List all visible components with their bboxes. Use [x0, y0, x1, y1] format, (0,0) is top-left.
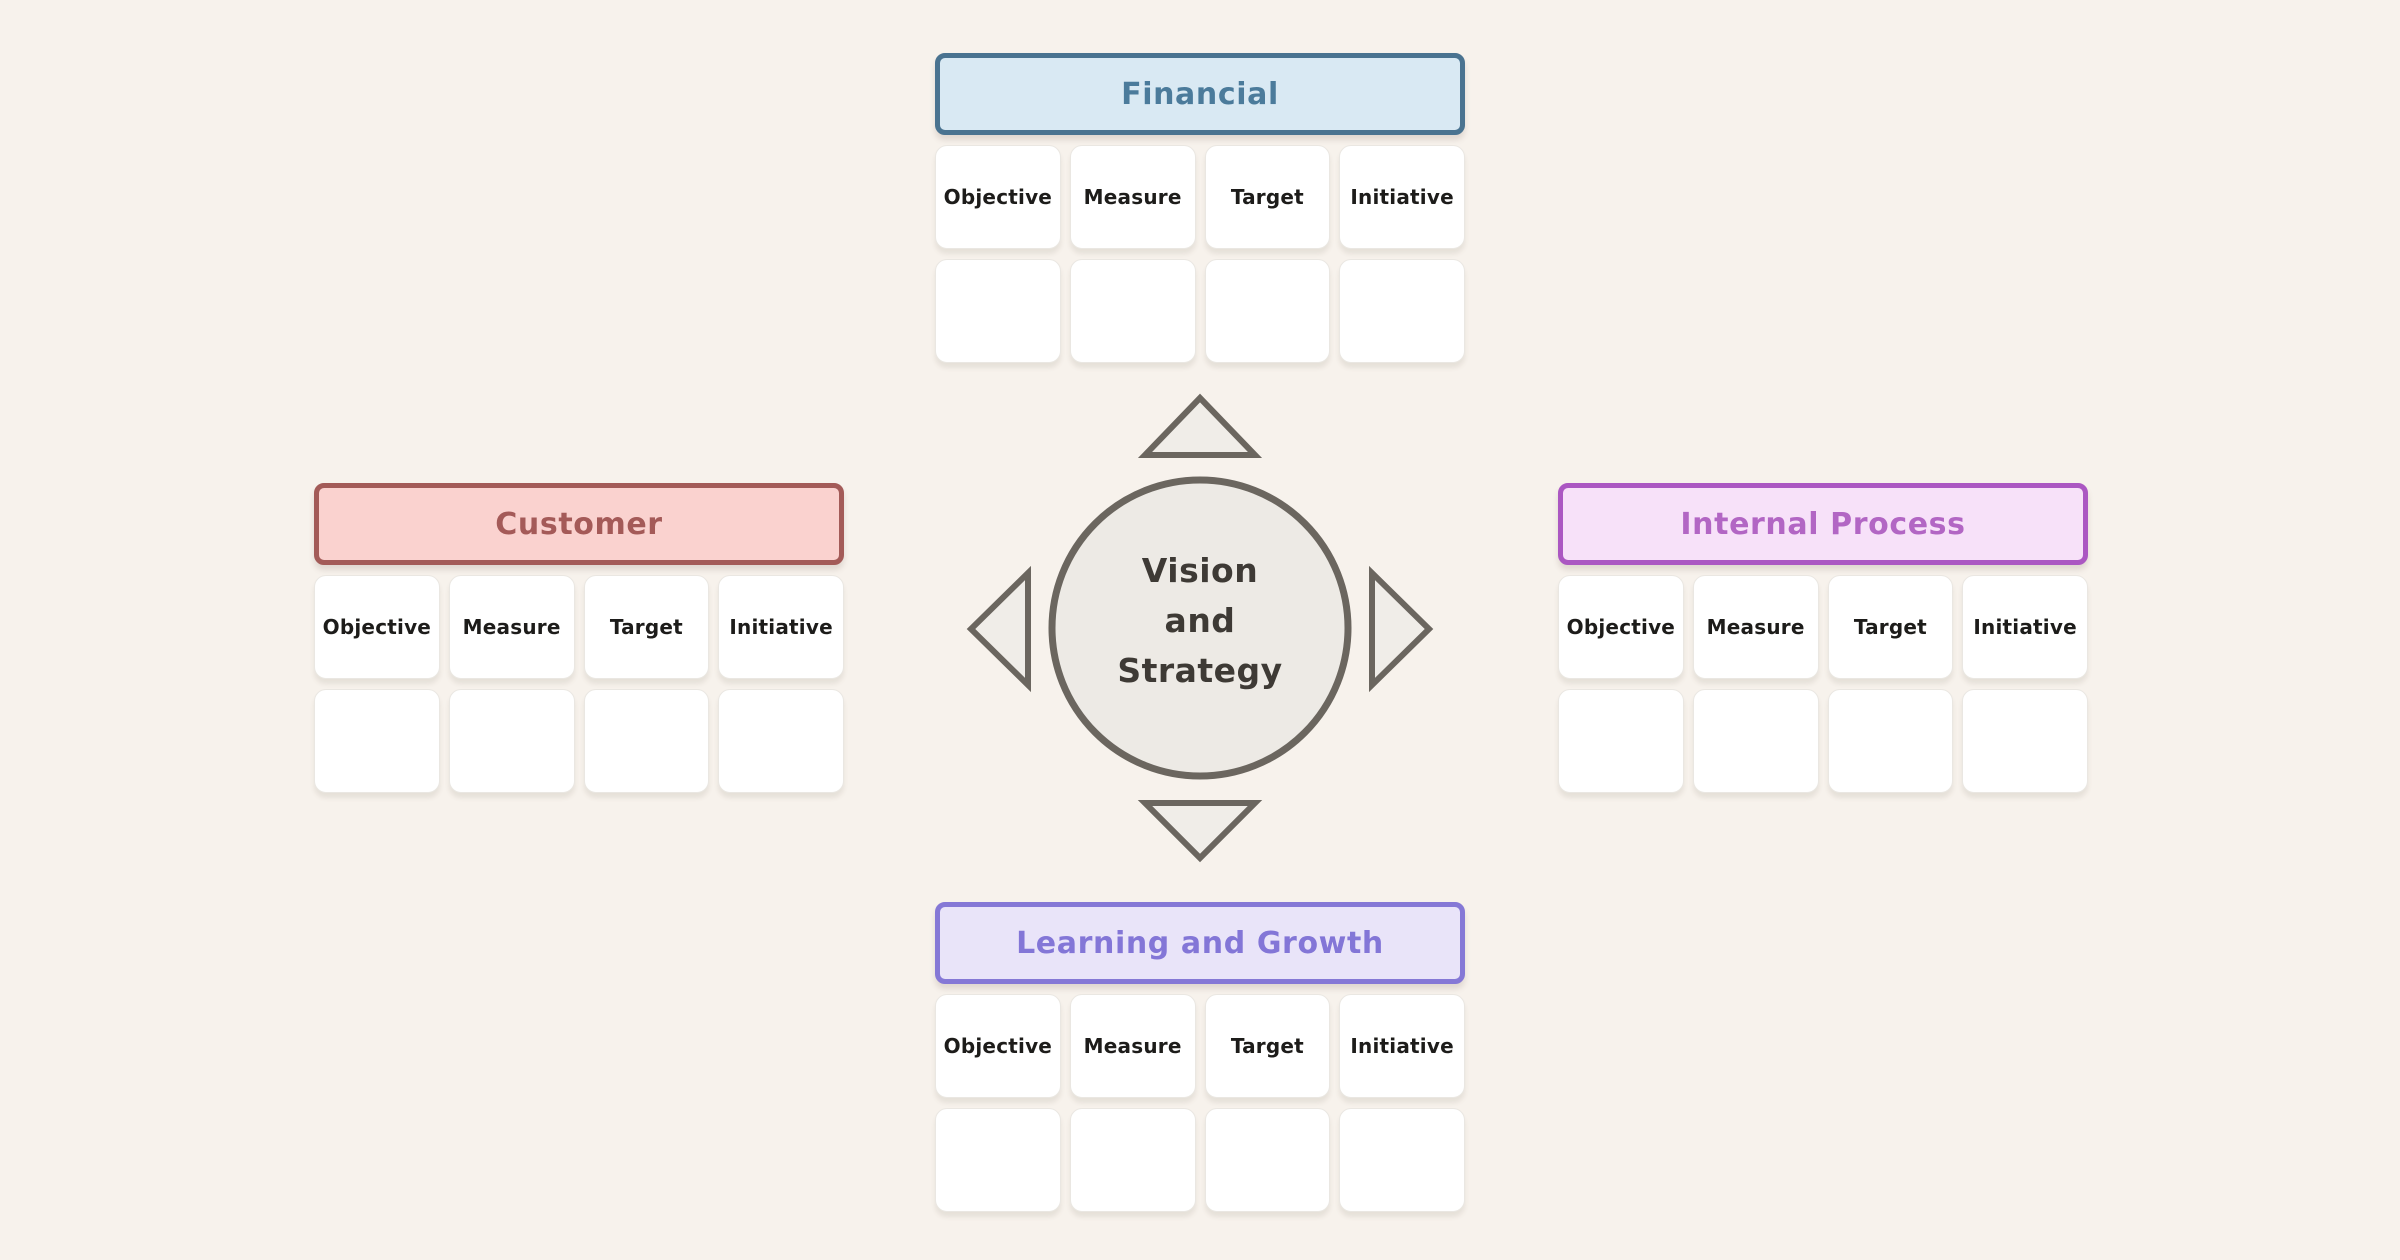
customer-empty-cell-2[interactable]	[448, 689, 575, 793]
vision-strategy-circle[interactable]	[1048, 476, 1352, 780]
internal-process-empty-cell-3[interactable]	[1827, 689, 1954, 793]
internal-process-initiative-cell[interactable]: Initiative	[1962, 575, 2088, 679]
financial-empty-cell-1[interactable]	[935, 259, 1061, 363]
financial-measure-cell[interactable]: Measure	[1069, 145, 1196, 249]
internal-process-header[interactable]: Internal Process	[1558, 483, 2088, 565]
financial-objective-cell[interactable]: Objective	[935, 145, 1061, 249]
cell-label: Target	[1230, 185, 1304, 209]
financial-empty-cell-4[interactable]	[1339, 259, 1465, 363]
internal-process-objective-cell[interactable]: Objective	[1558, 575, 1684, 679]
financial-empty-cell-3[interactable]	[1204, 259, 1331, 363]
cell-label: Initiative	[1350, 1034, 1454, 1058]
internal-process-empty-cell-1[interactable]	[1558, 689, 1684, 793]
cell-label: Objective	[322, 615, 432, 639]
cell-label: Initiative	[1350, 185, 1454, 209]
learning-and-growth-header[interactable]: Learning and Growth	[935, 902, 1465, 984]
arrow-down-icon	[1137, 800, 1263, 863]
cell-label: Objective	[1566, 615, 1676, 639]
customer-perspective-group: Customer Objective Measure Target Initia…	[314, 483, 844, 793]
learning-and-growth-initiative-cell[interactable]: Initiative	[1339, 994, 1465, 1098]
vision-line-3: Strategy	[1117, 651, 1283, 690]
internal-process-empty-cell-4[interactable]	[1962, 689, 2088, 793]
learning-and-growth-empty-cell-2[interactable]	[1069, 1108, 1196, 1212]
learning-and-growth-perspective-group: Learning and Growth Objective Measure Ta…	[935, 902, 1465, 1212]
learning-and-growth-measure-cell[interactable]: Measure	[1069, 994, 1196, 1098]
learning-and-growth-empty-cell-4[interactable]	[1339, 1108, 1465, 1212]
financial-cells: Objective Measure Target Initiative	[935, 145, 1465, 363]
customer-empty-cell-3[interactable]	[583, 689, 710, 793]
customer-measure-cell[interactable]: Measure	[448, 575, 575, 679]
vision-line-1: Vision	[1141, 551, 1259, 590]
cell-label: Initiative	[1973, 615, 2077, 639]
financial-header[interactable]: Financial	[935, 53, 1465, 135]
cell-label: Target	[1230, 1034, 1304, 1058]
arrow-up-icon	[1137, 393, 1263, 458]
internal-process-target-cell[interactable]: Target	[1827, 575, 1954, 679]
learning-and-growth-title: Learning and Growth	[1016, 925, 1384, 961]
cell-label: Target	[1853, 615, 1927, 639]
cell-label: Measure	[1706, 615, 1805, 639]
customer-header[interactable]: Customer	[314, 483, 844, 565]
cell-label: Measure	[1083, 185, 1182, 209]
learning-and-growth-objective-cell[interactable]: Objective	[935, 994, 1061, 1098]
customer-initiative-cell[interactable]: Initiative	[718, 575, 844, 679]
learning-and-growth-cells: Objective Measure Target Initiative	[935, 994, 1465, 1212]
customer-empty-cell-4[interactable]	[718, 689, 844, 793]
learning-and-growth-target-cell[interactable]: Target	[1204, 994, 1331, 1098]
internal-process-perspective-group: Internal Process Objective Measure Targe…	[1558, 483, 2088, 793]
financial-target-cell[interactable]: Target	[1204, 145, 1331, 249]
cell-label: Measure	[1083, 1034, 1182, 1058]
arrow-right-icon	[1369, 565, 1434, 693]
cell-label: Objective	[943, 1034, 1053, 1058]
customer-objective-cell[interactable]: Objective	[314, 575, 440, 679]
internal-process-cells: Objective Measure Target Initiative	[1558, 575, 2088, 793]
customer-cells: Objective Measure Target Initiative	[314, 575, 844, 793]
cell-label: Objective	[943, 185, 1053, 209]
financial-title: Financial	[1121, 76, 1279, 112]
internal-process-title: Internal Process	[1680, 506, 1966, 542]
financial-empty-cell-2[interactable]	[1069, 259, 1196, 363]
cell-label: Initiative	[729, 615, 833, 639]
arrow-left-icon	[966, 565, 1031, 693]
vision-strategy-label: Vision and Strategy	[1000, 546, 1400, 696]
learning-and-growth-empty-cell-3[interactable]	[1204, 1108, 1331, 1212]
learning-and-growth-empty-cell-1[interactable]	[935, 1108, 1061, 1212]
internal-process-empty-cell-2[interactable]	[1692, 689, 1819, 793]
cell-label: Measure	[462, 615, 561, 639]
customer-title: Customer	[495, 506, 663, 542]
vision-line-2: and	[1164, 601, 1236, 640]
financial-perspective-group: Financial Objective Measure Target Initi…	[935, 53, 1465, 363]
financial-initiative-cell[interactable]: Initiative	[1339, 145, 1465, 249]
customer-empty-cell-1[interactable]	[314, 689, 440, 793]
cell-label: Target	[609, 615, 683, 639]
internal-process-measure-cell[interactable]: Measure	[1692, 575, 1819, 679]
customer-target-cell[interactable]: Target	[583, 575, 710, 679]
